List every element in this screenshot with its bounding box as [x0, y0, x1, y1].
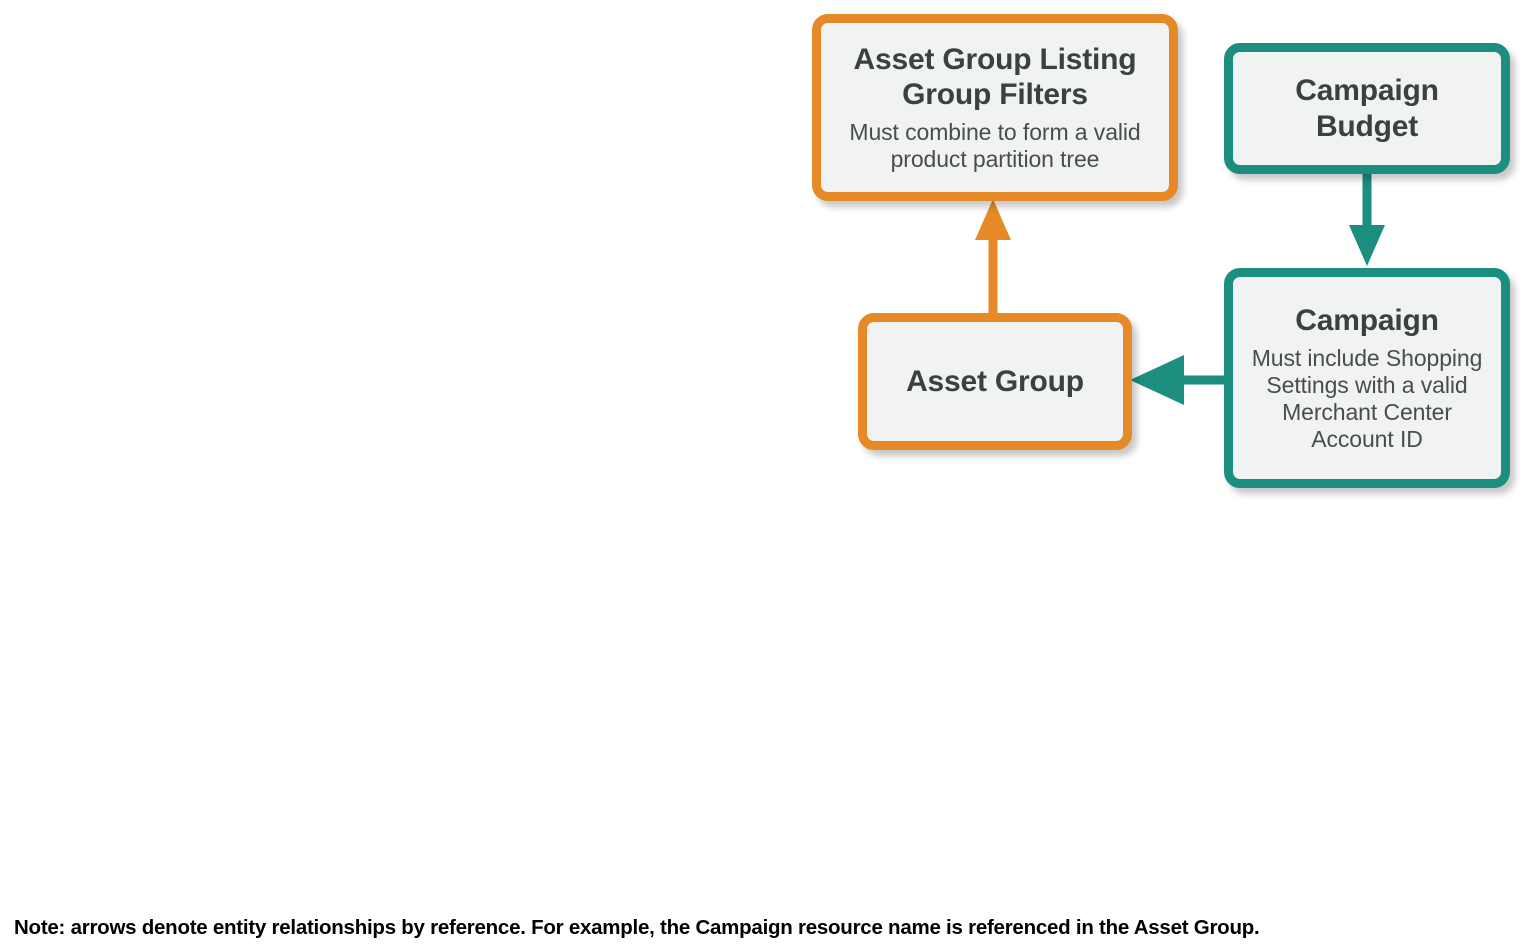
- edge-asset-group-to-listing-group-filters: [975, 199, 1011, 316]
- node-title: Campaign Budget: [1295, 74, 1439, 143]
- node-campaign-budget[interactable]: Campaign Budget: [1224, 43, 1510, 174]
- node-asset-group-listing-group-filters[interactable]: Asset Group Listing Group Filters Must c…: [812, 14, 1178, 201]
- edge-campaign-budget-to-campaign: [1349, 170, 1385, 266]
- node-subtitle: Must combine to form a valid product par…: [849, 118, 1141, 173]
- node-asset-group[interactable]: Asset Group: [858, 313, 1132, 450]
- node-title: Campaign: [1295, 303, 1439, 337]
- node-title: Asset Group Listing Group Filters: [853, 42, 1137, 111]
- diagram-note: Note: arrows denote entity relationships…: [14, 916, 1260, 939]
- node-title: Asset Group: [906, 364, 1084, 398]
- node-subtitle: Must include Shopping Settings with a va…: [1251, 344, 1483, 453]
- edge-campaign-to-asset-group: [1130, 355, 1228, 405]
- node-campaign[interactable]: Campaign Must include Shopping Settings …: [1224, 268, 1510, 488]
